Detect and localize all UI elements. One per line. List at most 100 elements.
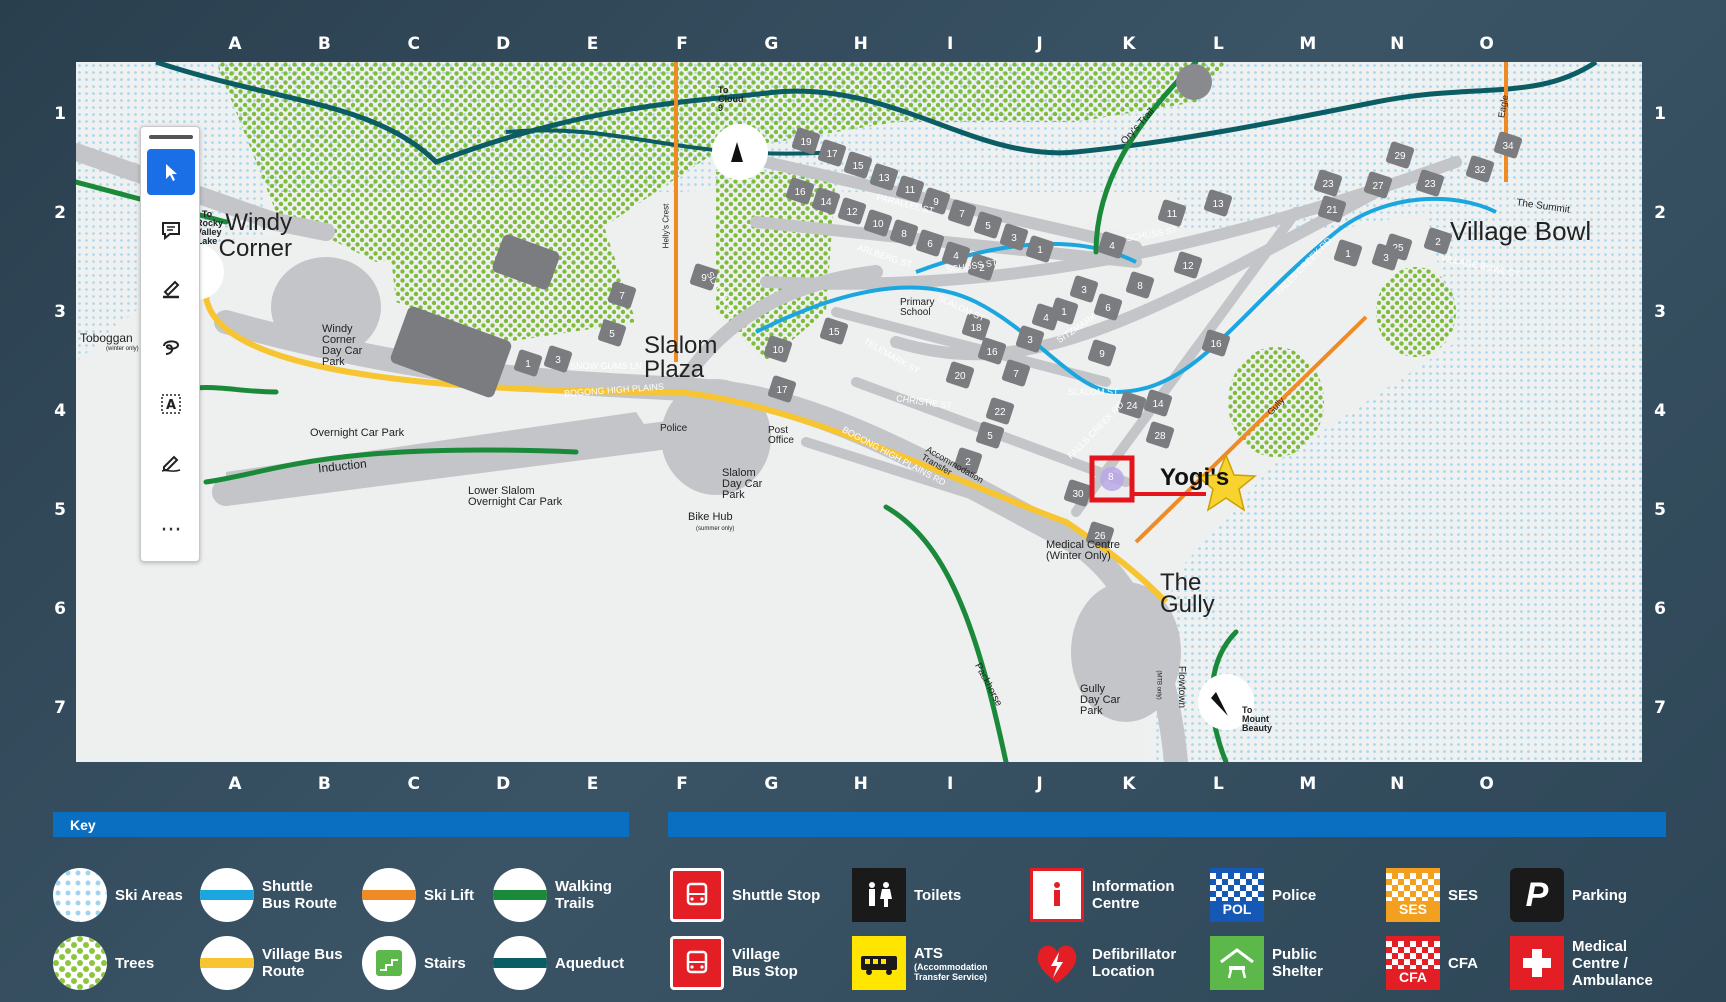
lot-block: [689, 263, 719, 291]
lot-block: [1031, 303, 1061, 331]
gully-day-car-park-area: [1071, 582, 1181, 722]
lot-block: [1025, 235, 1055, 263]
grid-row-1-right: 1: [1654, 104, 1666, 124]
lot-number: 7: [619, 291, 625, 302]
grid-column-g-bottom: G: [764, 774, 779, 794]
lot-block: [1143, 389, 1173, 417]
lot-number: 11: [1167, 209, 1178, 220]
grid-column-j-bottom: J: [1036, 774, 1043, 794]
lot-number: 1: [1061, 307, 1067, 318]
grid-column-o-bottom: O: [1479, 774, 1494, 794]
select-tool-button[interactable]: [147, 149, 195, 195]
public-shelter-icon: [1210, 936, 1264, 990]
grid-row-1: 1: [54, 104, 66, 124]
lot-block: [973, 211, 1003, 239]
shuttle-bus-route: [755, 196, 1497, 395]
lot-block: [843, 151, 873, 179]
lot-number: 25: [1392, 243, 1404, 254]
key-medical-centre: Medical Centre / Ambulance: [1510, 936, 1653, 990]
lot-number: 3: [1011, 233, 1017, 244]
grid-row-3-right: 3: [1654, 302, 1666, 322]
lot-number: 21: [1326, 205, 1338, 216]
slalom-day-car-park-label: Slalom Day Car Park: [722, 467, 763, 501]
key-defibrillator: Defibrillator Location: [1030, 936, 1176, 990]
key-aqueduct: Aqueduct: [493, 936, 624, 990]
lot-block: [1385, 141, 1415, 169]
lot-block: [889, 219, 919, 247]
lot-number: 32: [1474, 165, 1486, 176]
lot-number: 13: [1212, 199, 1224, 210]
lot-block: [1493, 131, 1523, 159]
more-tools-button[interactable]: ···: [160, 518, 182, 543]
lot-number: 13: [878, 173, 890, 184]
key-toilets: Toilets: [852, 868, 961, 922]
lot-number: 1: [1345, 249, 1351, 260]
lot-number: 20: [954, 371, 966, 382]
grid-column-n: N: [1390, 34, 1405, 54]
lot-number: 5: [987, 431, 993, 442]
grid-column-a-bottom: A: [228, 774, 242, 794]
lot-number: 3: [1081, 285, 1087, 296]
lot-number: 2: [1435, 237, 1441, 248]
lot-block: [975, 421, 1005, 449]
selection-lot-label: 8: [1108, 472, 1114, 483]
key-shuttle-stop: Shuttle Stop: [670, 868, 820, 922]
lot-block: [1423, 227, 1453, 255]
slalom-plaza-label: Slalom Plaza: [644, 332, 718, 383]
key-trees: Trees: [53, 936, 154, 990]
lot-block: [1087, 339, 1117, 367]
lot-block: [915, 229, 945, 257]
trees-east: [1376, 267, 1456, 357]
grid-column-l: L: [1212, 34, 1224, 54]
star-marker: [1195, 452, 1257, 512]
lot-block: [1069, 275, 1099, 303]
lot-block: [869, 163, 899, 191]
toolbar-drag-handle[interactable]: [149, 135, 193, 139]
toboggan-label: Toboggan: [80, 331, 133, 345]
lot-number: 10: [772, 345, 784, 356]
cfa-icon: CFA: [1386, 936, 1440, 990]
grid-row-7-right: 7: [1654, 698, 1666, 718]
comment-tool-button[interactable]: [147, 207, 195, 253]
lot-number: 10: [872, 219, 884, 230]
lot-block: [999, 223, 1029, 251]
lot-number: 27: [1372, 181, 1384, 192]
grid-column-k: K: [1122, 34, 1136, 54]
lot-number: 9: [933, 197, 939, 208]
lot-block: [1125, 271, 1155, 299]
text-select-tool-button[interactable]: A: [147, 381, 195, 427]
grid-row-6: 6: [54, 599, 66, 619]
grid-column-d: D: [496, 34, 511, 54]
lot-block: [1173, 251, 1203, 279]
to-rocky-valley-lake-label: To Rocky Valley Lake: [196, 209, 224, 246]
signature-tool-button[interactable]: [147, 439, 195, 485]
grid-column-b: B: [317, 34, 331, 54]
signature-icon: [161, 455, 181, 472]
windy-corner-car-park-area: [271, 257, 381, 357]
primary-school-label: Primary School: [900, 297, 935, 318]
key-header-left: [53, 812, 629, 837]
lasso-tool-button[interactable]: [147, 323, 195, 369]
lot-number: 15: [852, 161, 864, 172]
lot-block: [1333, 239, 1363, 267]
lot-block: [1063, 479, 1093, 507]
key-village-bus-route: Village Bus Route: [200, 936, 343, 990]
lot-number: 29: [1394, 151, 1406, 162]
gully-day-car-park-label: Gully Day Car Park: [1080, 683, 1121, 717]
lot-block: [1201, 329, 1231, 357]
lot-number: 4: [1043, 313, 1049, 324]
key-ski-areas: Ski Areas: [53, 868, 183, 922]
lot-number: 9: [1099, 349, 1105, 360]
grid-row-6-right: 6: [1654, 599, 1666, 619]
highlighter-tool-button[interactable]: [147, 265, 195, 311]
lot-number: 23: [1424, 179, 1436, 190]
lot-block: [863, 209, 893, 237]
grid-column-f-bottom: F: [676, 774, 688, 794]
lot-block: [811, 187, 841, 215]
lot-number: 2: [965, 457, 971, 468]
toboggan-sub-label: (winter only): [106, 346, 139, 352]
key-cfa: CFA CFA: [1386, 936, 1478, 990]
cfa-label: CFA: [1448, 954, 1478, 972]
lasso-icon: [163, 340, 180, 355]
